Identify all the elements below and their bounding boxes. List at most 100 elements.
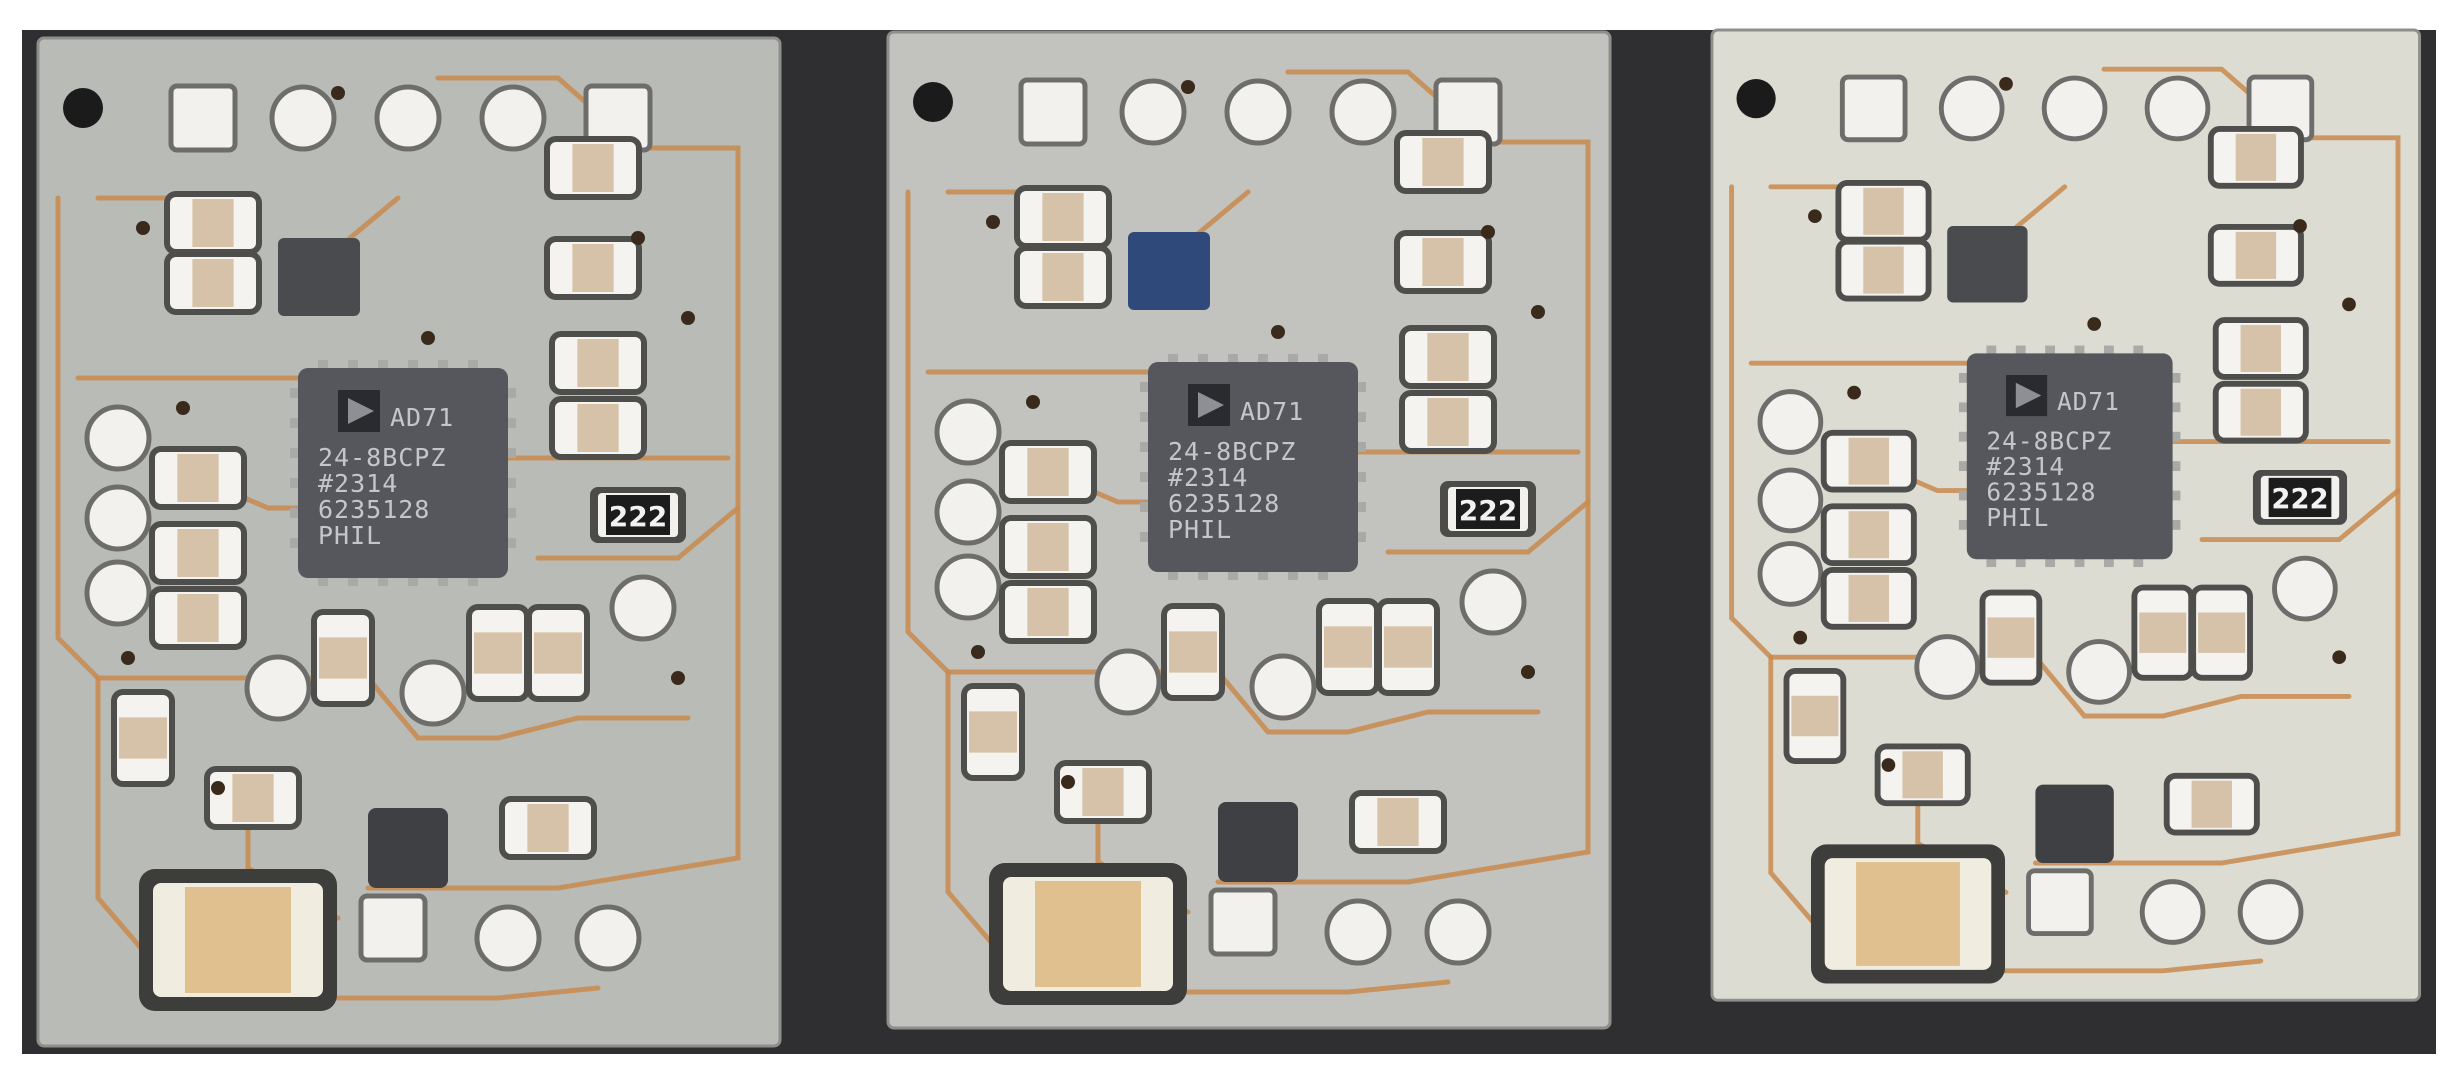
ic-pin bbox=[2170, 431, 2181, 442]
smd-capacitor bbox=[1394, 130, 1492, 194]
ic-pin bbox=[1140, 532, 1150, 542]
capacitor-body bbox=[1902, 751, 1943, 799]
ic-pin bbox=[506, 388, 516, 398]
ic-pin bbox=[348, 576, 358, 586]
capacitor-body bbox=[2240, 388, 2282, 436]
small-ic-top bbox=[1947, 226, 2028, 303]
ic-pin bbox=[506, 538, 516, 548]
ic-pin bbox=[1356, 502, 1366, 512]
ic-pin bbox=[1958, 431, 1969, 442]
solder-pad-round bbox=[84, 484, 152, 552]
ic-pin bbox=[348, 360, 358, 370]
small-ic-top bbox=[278, 238, 360, 316]
resistor-body bbox=[1456, 489, 1520, 529]
resistor-marking: 222 bbox=[2271, 484, 2328, 515]
ic-pin bbox=[408, 360, 418, 370]
capacitor-body bbox=[192, 199, 234, 247]
via bbox=[1531, 305, 1545, 319]
via bbox=[1793, 630, 1808, 645]
capacitor-body bbox=[2240, 324, 2282, 373]
capacitor-body bbox=[969, 711, 1017, 753]
via bbox=[331, 86, 345, 100]
smd-capacitor bbox=[1835, 179, 1932, 243]
ic-marking-line-5: PHIL bbox=[1986, 503, 2049, 532]
capacitor-body bbox=[577, 404, 619, 452]
ic-pin bbox=[1986, 557, 1997, 568]
via bbox=[2342, 297, 2356, 312]
ic-marking-line-3: #2314 bbox=[1986, 452, 2065, 481]
ic-marking-line-4: 6235128 bbox=[1168, 489, 1280, 518]
smd-capacitor bbox=[1820, 503, 1917, 567]
solder-pad-round bbox=[479, 84, 547, 152]
smd-capacitor bbox=[1874, 743, 1971, 807]
via bbox=[1271, 325, 1285, 339]
capacitor-body bbox=[2235, 133, 2277, 181]
solder-pad-round bbox=[1224, 78, 1292, 146]
ic-logo-triangle bbox=[1198, 392, 1224, 418]
ic-marking-line-3: #2314 bbox=[1168, 463, 1248, 492]
via bbox=[121, 651, 135, 665]
smd-capacitor bbox=[111, 689, 175, 787]
ic-pin bbox=[290, 388, 300, 398]
smd-capacitor bbox=[2190, 584, 2253, 681]
ic-logo-triangle bbox=[2015, 382, 2042, 409]
ic-pin bbox=[2045, 345, 2055, 356]
smd-resistor: 222 bbox=[590, 487, 686, 543]
ic-pin bbox=[468, 360, 478, 370]
capacitor-body bbox=[177, 594, 219, 642]
smd-capacitor bbox=[1820, 429, 1917, 493]
trace bbox=[535, 505, 741, 561]
capacitor-body bbox=[2139, 612, 2187, 653]
capacitor-body bbox=[1324, 626, 1372, 668]
solder-pad-round bbox=[2237, 879, 2304, 945]
smd-capacitor bbox=[204, 766, 302, 830]
smd-capacitor bbox=[1783, 667, 1847, 765]
smd-capacitor bbox=[1349, 790, 1447, 854]
trace bbox=[2199, 488, 2401, 543]
smd-capacitor bbox=[961, 683, 1025, 781]
smd-capacitor bbox=[2212, 380, 2309, 444]
via bbox=[1181, 80, 1195, 94]
solder-pad-round bbox=[1324, 898, 1392, 966]
via bbox=[1061, 775, 1075, 789]
capacitor-body bbox=[1082, 768, 1124, 816]
capacitor-body bbox=[232, 774, 274, 822]
small-ic-top bbox=[1128, 232, 1210, 310]
via bbox=[1521, 665, 1535, 679]
ic-pin bbox=[1140, 442, 1150, 452]
resistor-body bbox=[2268, 477, 2332, 518]
smd-capacitor bbox=[1316, 598, 1380, 696]
capacitor-body bbox=[192, 259, 234, 307]
solder-pad-round bbox=[474, 904, 542, 972]
smd-resistor: 222 bbox=[1440, 481, 1536, 537]
ic-pin bbox=[1168, 354, 1178, 364]
via bbox=[421, 331, 435, 345]
solder-pad-round bbox=[2272, 555, 2338, 622]
solder-pad-round bbox=[1914, 634, 1981, 700]
capacitor-body bbox=[572, 144, 614, 192]
smd-capacitor bbox=[164, 191, 262, 255]
solder-pad-round bbox=[399, 659, 467, 727]
mounting-hole bbox=[913, 82, 953, 122]
ic-pin bbox=[2133, 557, 2144, 568]
ic-pin bbox=[1356, 472, 1366, 482]
ic-pin bbox=[1958, 402, 1969, 413]
ic-pin bbox=[1356, 532, 1366, 542]
smd-capacitor bbox=[149, 586, 247, 650]
via bbox=[1999, 77, 2013, 91]
capacitor-body bbox=[1848, 574, 1890, 622]
ic-pin bbox=[290, 418, 300, 428]
ic-pin bbox=[1356, 412, 1366, 422]
trace bbox=[55, 195, 371, 681]
smd-capacitor bbox=[2207, 126, 2304, 189]
ic-marking-line-1: AD71 bbox=[390, 403, 454, 432]
capacitor-body bbox=[1377, 798, 1419, 846]
via bbox=[2332, 650, 2347, 665]
smd-capacitor bbox=[544, 236, 642, 300]
small-ic-bottom bbox=[1218, 802, 1298, 882]
trace bbox=[1385, 499, 1591, 555]
ic-pin bbox=[1140, 472, 1150, 482]
smd-capacitor bbox=[466, 604, 530, 702]
